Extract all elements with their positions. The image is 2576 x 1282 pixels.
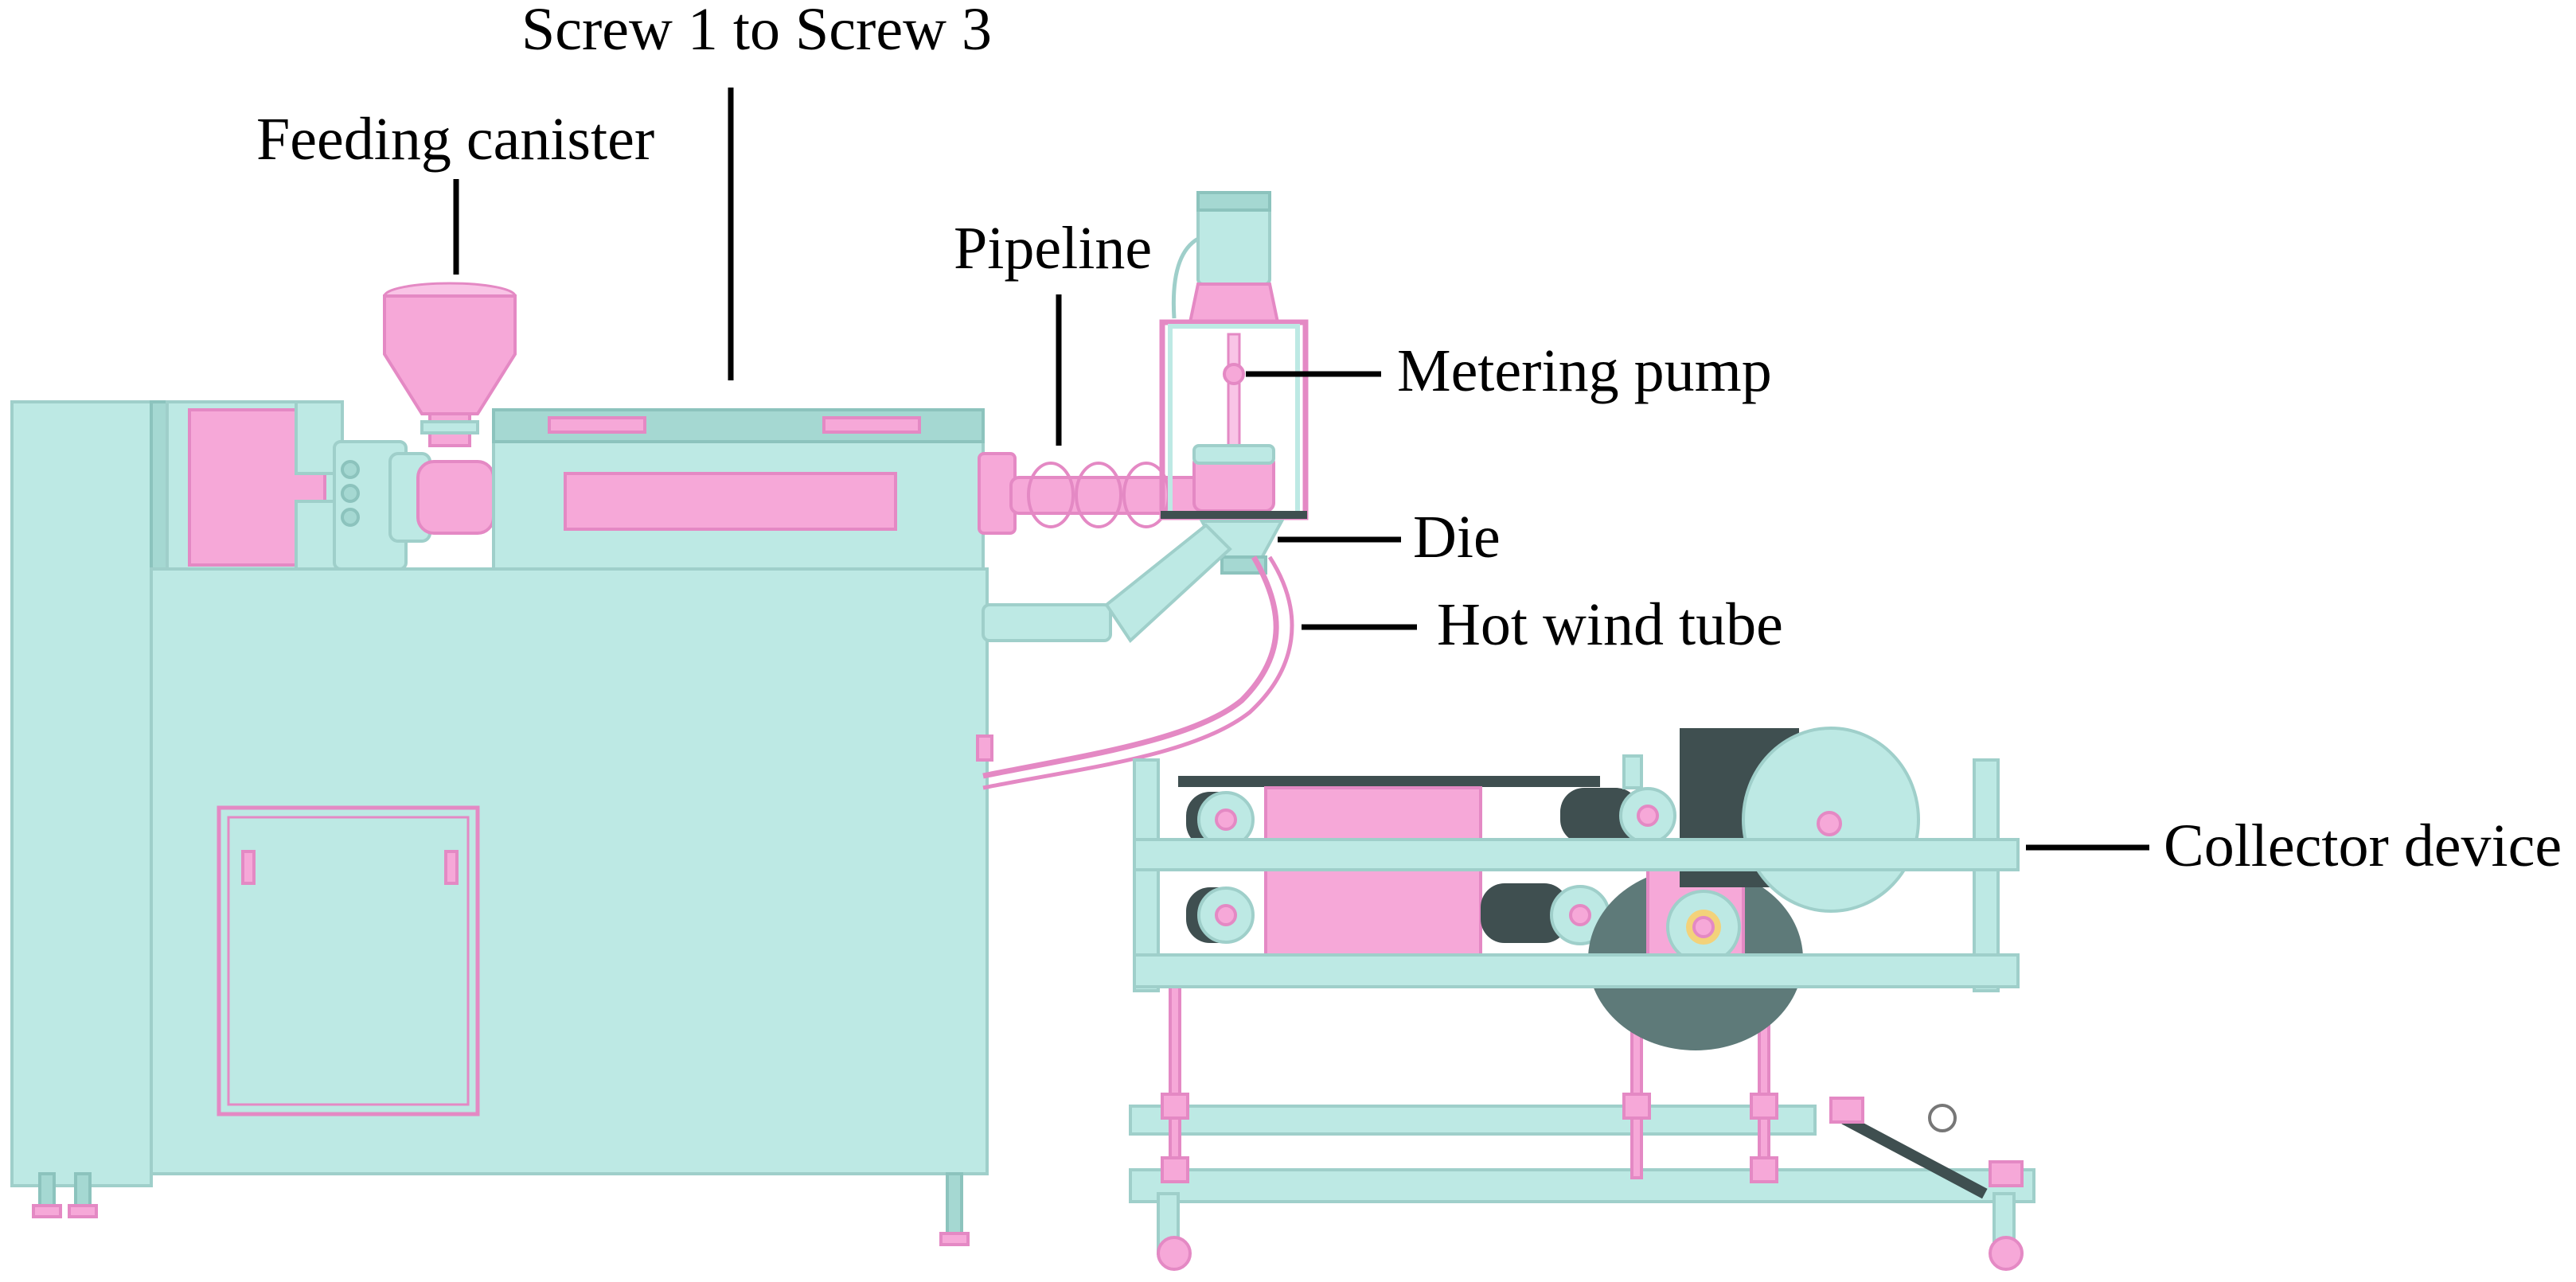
screw-label: Screw 1 to Screw 3	[521, 0, 992, 63]
hot-wind-tube-2	[982, 555, 1294, 790]
pipeline-coil	[1075, 462, 1122, 528]
cage-post-short	[1622, 754, 1643, 789]
left-cabinet-edge	[150, 400, 169, 571]
pipeline-tube	[1009, 476, 1204, 515]
gearbox-bolt	[341, 484, 360, 503]
receiving-drum-axle	[1817, 811, 1842, 836]
pump-plate	[1161, 511, 1307, 519]
lift-screw	[1169, 977, 1181, 1179]
pipeline	[978, 452, 1235, 535]
feeding-canister	[383, 282, 517, 447]
feed-throat	[416, 460, 495, 535]
roller	[1481, 883, 1568, 943]
screw-nut	[1622, 1093, 1651, 1120]
screw-nut	[1161, 1156, 1189, 1183]
pump-cable	[1171, 236, 1200, 319]
roller-axle	[1569, 904, 1591, 926]
hopper-bowl	[383, 294, 517, 415]
roller-axle	[1637, 805, 1659, 827]
foot-pad	[939, 1232, 970, 1246]
metering-pump-label: Metering pump	[1397, 337, 1772, 404]
extruder-machine	[10, 400, 989, 1246]
pump-joint	[1223, 363, 1245, 385]
barrel-window	[564, 472, 897, 531]
cover-handle	[548, 416, 646, 434]
foot-pad	[32, 1204, 62, 1218]
pump-shaft	[1227, 333, 1241, 447]
screw-nut	[1161, 1093, 1189, 1120]
air-duct-riser	[1104, 523, 1232, 644]
drum-axle-center	[1692, 916, 1715, 938]
gearbox-bolt	[341, 460, 360, 479]
door-latch	[444, 850, 459, 885]
hopper-collar	[420, 420, 479, 434]
roller-axle	[1215, 809, 1237, 831]
foot-pad	[68, 1204, 98, 1218]
cage-post	[1973, 758, 2000, 992]
hot-wind-tube-label: Hot wind tube	[1437, 591, 1783, 658]
collector-device	[1129, 727, 2035, 1271]
die-label: Die	[1413, 504, 1501, 571]
caster-wheel	[1989, 1236, 2024, 1271]
cabinet-door	[217, 805, 480, 1116]
cage-bar	[1133, 838, 2020, 871]
track-bracket	[1989, 1160, 2024, 1187]
collector-block	[1264, 786, 1482, 961]
cage-bar	[1133, 953, 2020, 988]
conveyor-belt	[1178, 776, 1600, 787]
roller-axle	[1215, 904, 1237, 926]
cage-post	[1133, 758, 1160, 992]
screw-nut	[1750, 1093, 1778, 1120]
track-rail	[1841, 1113, 1988, 1199]
track-bracket	[1829, 1097, 1864, 1124]
gearbox-bolt	[341, 508, 360, 527]
pump-motor-base	[1188, 283, 1280, 324]
main-body	[150, 567, 989, 1175]
pump-motor-cap	[1196, 191, 1271, 212]
air-duct	[982, 603, 1112, 642]
die-assembly	[976, 520, 1294, 790]
hot-wind-tube	[982, 555, 1279, 779]
cabinet-door-inner	[227, 816, 470, 1106]
foot	[946, 1172, 963, 1239]
collector-device-label: Collector device	[2164, 812, 2562, 879]
pipeline-coil	[1027, 462, 1075, 528]
collector-rail	[1129, 1105, 1817, 1136]
pipeline-label: Pipeline	[954, 215, 1152, 282]
door-latch	[241, 850, 256, 885]
roller	[1560, 788, 1640, 844]
handwheel	[1928, 1104, 1957, 1132]
pump-cap	[1192, 444, 1275, 465]
collector-rail	[1129, 1168, 2035, 1203]
cover-handle	[822, 416, 921, 434]
caster-wheel	[1157, 1236, 1192, 1271]
screw-nut	[1750, 1156, 1778, 1183]
feeding-canister-label: Feeding canister	[256, 106, 654, 173]
hot-wind-fitting	[976, 735, 993, 762]
left-cabinet	[10, 400, 153, 1187]
metering-pump	[1159, 191, 1309, 520]
